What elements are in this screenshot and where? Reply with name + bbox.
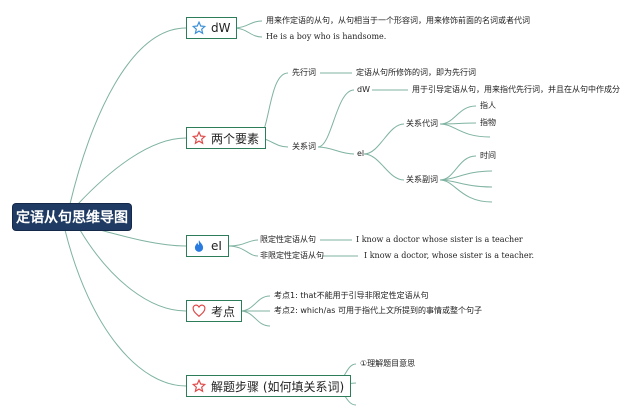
relative-dw-label[interactable]: dW bbox=[357, 85, 370, 94]
pronoun-item-person[interactable]: 指人 bbox=[480, 101, 496, 110]
exam-point-1: 考点1: that不能用于引导非限定性定语从句 bbox=[274, 291, 429, 300]
root-label: 定语从句思维导图 bbox=[16, 210, 128, 226]
node-exam-label: 考点 bbox=[211, 304, 236, 319]
root-node[interactable]: 定语从句思维导图 bbox=[13, 204, 131, 230]
flame-icon bbox=[194, 240, 204, 252]
nonrestrictive-example: I know a doctor, whose sister is a teach… bbox=[364, 251, 535, 260]
relative-dw-desc: 用于引导定语从句，用来指代先行词，并且在从句中作成分 bbox=[412, 85, 620, 94]
node-dw-label: dW bbox=[211, 21, 231, 35]
pronoun-item-thing[interactable]: 指物 bbox=[480, 118, 496, 127]
heart-icon bbox=[192, 304, 206, 318]
nonrestrictive-label[interactable]: 非限定性定语从句 bbox=[260, 251, 324, 260]
star-outline-red-icon bbox=[192, 131, 206, 145]
node-steps[interactable]: 解题步骤 (如何填关系词) bbox=[186, 375, 352, 397]
relative-label[interactable]: 关系词 bbox=[292, 142, 316, 151]
restrictive-example: I know a doctor whose sister is a teache… bbox=[356, 235, 523, 244]
dw-definition: 用来作定语的从句，从句相当于一个形容词，用来修饰前面的名词或者代词 bbox=[266, 16, 530, 25]
node-two-elements[interactable]: 两个要素 bbox=[186, 127, 267, 149]
node-el-label: eI bbox=[211, 239, 222, 253]
relative-el-label[interactable]: el bbox=[357, 149, 365, 158]
node-dw[interactable]: dW bbox=[186, 17, 238, 39]
star-outline-blue-icon bbox=[192, 21, 206, 35]
exam-point-2: 考点2: which/as 可用于指代上文所提到的事情或整个句子 bbox=[274, 306, 482, 315]
node-two-elements-label: 两个要素 bbox=[211, 131, 260, 146]
node-exam[interactable]: 考点 bbox=[186, 300, 243, 322]
relative-pronoun-label[interactable]: 关系代词 bbox=[406, 119, 438, 128]
star-outline-red-icon bbox=[192, 379, 206, 393]
step-1: ①理解题目意思 bbox=[360, 359, 416, 368]
node-el[interactable]: eI bbox=[186, 235, 229, 257]
restrictive-label[interactable]: 限定性定语从句 bbox=[260, 235, 316, 244]
adverb-item-time[interactable]: 时间 bbox=[480, 151, 496, 160]
antecedent-desc: 定语从句所修饰的词，即为先行词 bbox=[356, 68, 476, 77]
antecedent-label[interactable]: 先行词 bbox=[292, 68, 316, 77]
relative-adverb-label[interactable]: 关系副词 bbox=[406, 175, 438, 184]
node-steps-label: 解题步骤 (如何填关系词) bbox=[211, 379, 345, 394]
dw-example: He is a boy who is handsome. bbox=[266, 32, 387, 41]
